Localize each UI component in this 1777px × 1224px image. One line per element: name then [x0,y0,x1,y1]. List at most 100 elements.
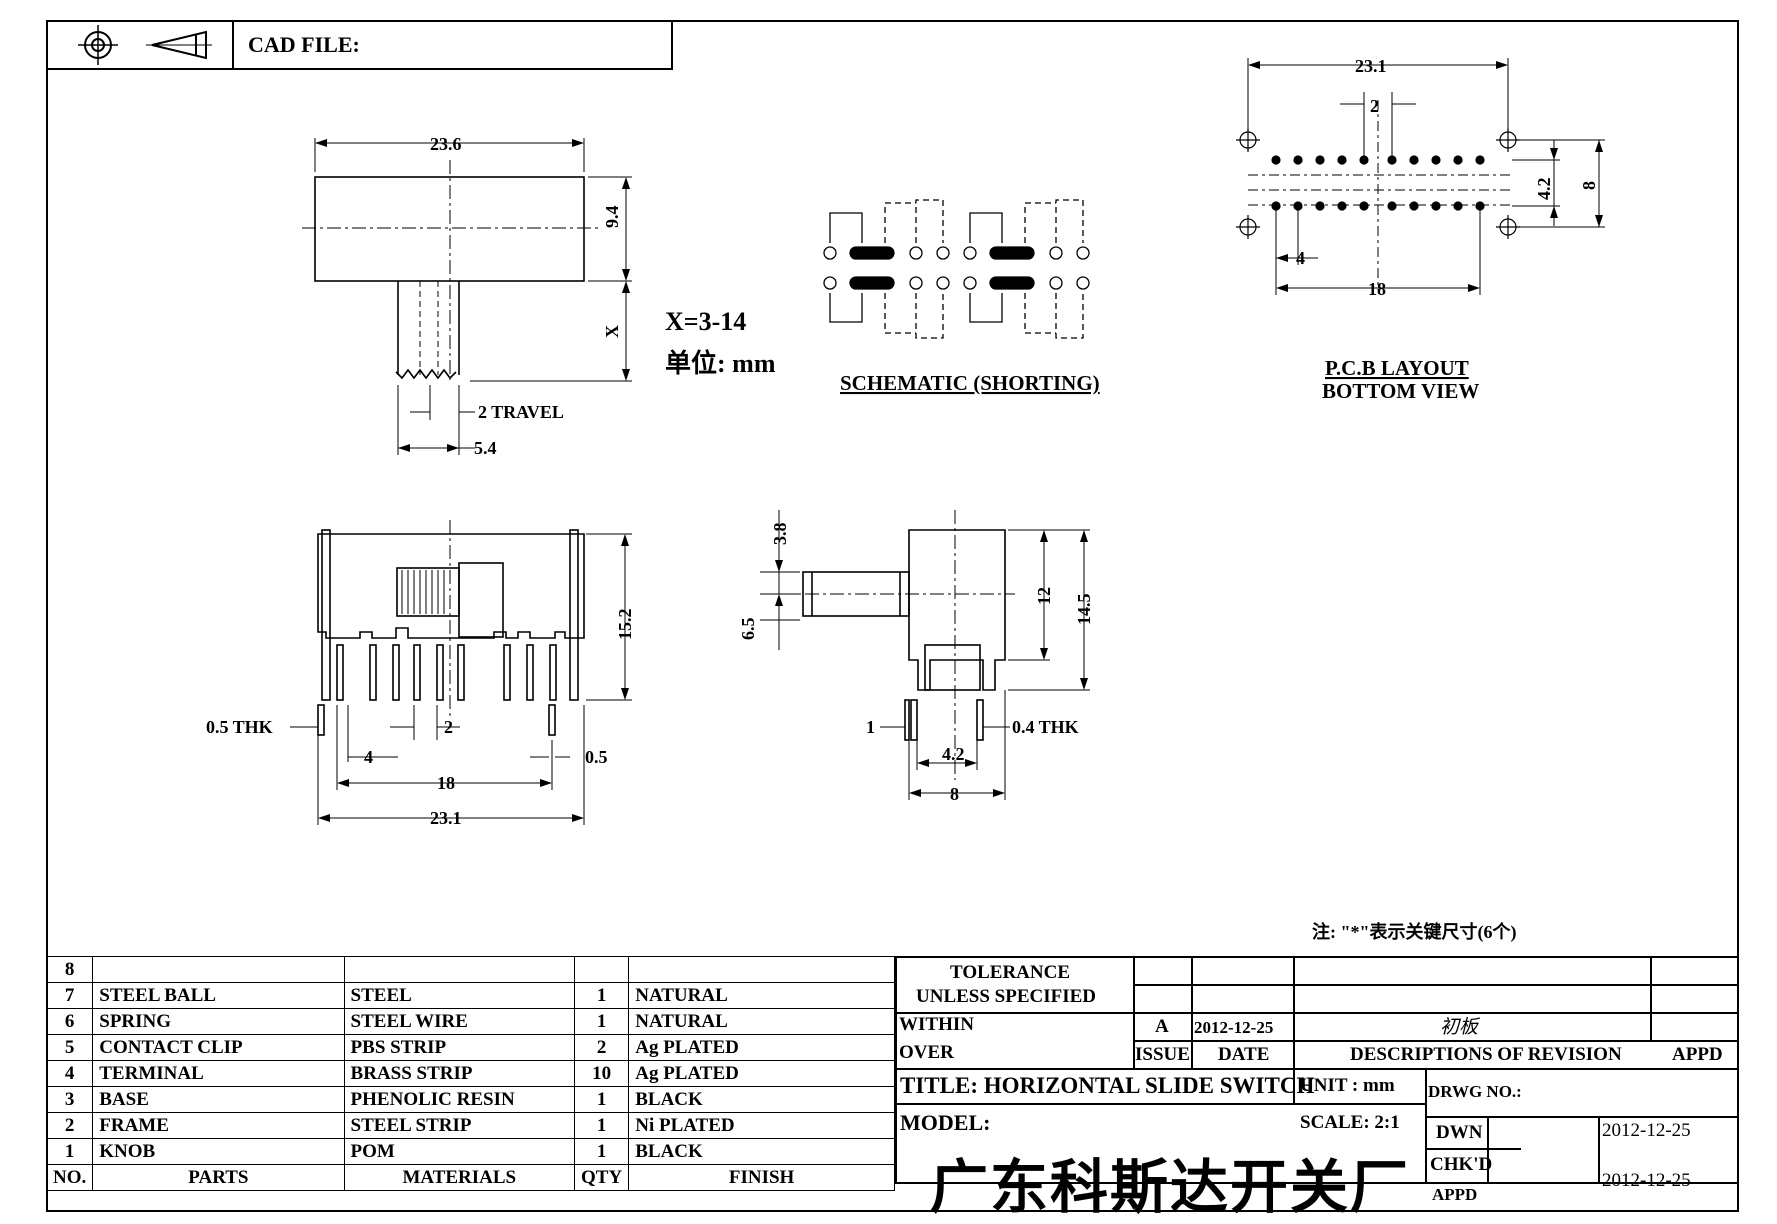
bom-cell-qty: 1 [574,982,630,1009]
front-dim-15-2: 15.2 [615,609,635,641]
schematic-label: SCHEMATIC (SHORTING) [840,371,1100,395]
side-thk: 0.4 THK [1012,717,1079,737]
company-name: 广东科斯达开关厂 [930,1153,1411,1221]
front-dim-0-5: 0.5 [585,747,608,767]
bom-cell-no: 4 [45,1060,94,1087]
bom-cell-finish: Ni PLATED [628,1112,895,1139]
appd-label: APPD [1672,1044,1723,1065]
bom-cell-qty: 1 [574,1086,630,1113]
bom-cell-material: POM [343,1138,576,1165]
over-label: OVER [899,1042,954,1063]
schematic-diagram [823,199,1090,339]
pcb-label-1: P.C.B LAYOUT [1325,356,1469,380]
bom-cell-no: 2 [45,1112,94,1139]
bom-cell-material: STEEL WIRE [343,1008,576,1035]
issue-label: ISSUE [1135,1044,1190,1065]
side-dim-8: 8 [950,784,959,804]
bom-cell-finish: BLACK [628,1138,895,1165]
side-dim-12: 12 [1034,587,1054,605]
bom-cell-part: TERMINAL [92,1060,345,1087]
bom-cell-material: STEEL [343,982,576,1009]
pcb-dim-23-1: 23.1 [1355,56,1387,76]
top-height-dim: 9.4 [602,206,622,229]
bom-cell-qty: 1 [574,1138,630,1165]
bom-cell-qty: 1 [574,1008,630,1035]
bom-cell-finish: Ag PLATED [628,1034,895,1061]
bom-cell-part: KNOB [92,1138,345,1165]
pcb-dim-18: 18 [1368,279,1386,299]
issue-letter: A [1155,1016,1169,1037]
pcb-layout [1236,58,1605,295]
bom-cell-qty: 2 [574,1034,630,1061]
first-angle-projection-icon [78,25,212,65]
x-range-label: X=3-14 [665,307,746,336]
dwn-date: 2012-12-25 [1602,1120,1691,1141]
revision-text: 初板 [1440,1016,1479,1038]
issue-date: 2012-12-25 [1194,1018,1274,1037]
bom-cell-no: 3 [45,1086,94,1113]
bom-cell-qty: 10 [574,1060,630,1087]
bom-cell-no: 8 [45,956,94,983]
drwg-no-label: DRWG NO.: [1428,1082,1522,1101]
stem-dim: 5.4 [474,438,497,458]
side-dim-6-5: 6.5 [738,618,758,641]
bom-cell-material: PBS STRIP [343,1034,576,1061]
front-view [290,520,632,825]
pcb-dim-2: 2 [1370,96,1379,116]
bom-cell-material: PHENOLIC RESIN [343,1086,576,1113]
model-label: MODEL: [900,1110,991,1135]
bom-cell-qty: 1 [574,1112,630,1139]
bom-cell-finish [628,956,895,983]
unless-specified-label: UNLESS SPECIFIED [916,986,1097,1007]
bom-cell-material [343,956,576,983]
side-dim-1: 1 [866,717,875,737]
pcb-label-2: BOTTOM VIEW [1322,379,1479,403]
front-thk: 0.5 THK [206,717,273,737]
pcb-dim-4-2: 4.2 [1534,178,1554,201]
bom-cell-part: FRAME [92,1112,345,1139]
front-dim-18: 18 [437,773,455,793]
front-dim-2: 2 [444,717,453,737]
bom-cell-no: 1 [45,1138,94,1165]
bom-cell-part: CONTACT CLIP [92,1034,345,1061]
bom-cell-qty [574,956,630,983]
drawing-frame [46,20,1739,1212]
bom-cell-part: SPRING [92,1008,345,1035]
drawing-title: TITLE: HORIZONTAL SLIDE SWITCH [900,1073,1315,1098]
bom-row: 8 [45,956,895,983]
bom-header-no: NO. [45,1164,94,1191]
bom-cell-material: BRASS STRIP [343,1060,576,1087]
pcb-dim-8: 8 [1579,181,1599,190]
cad-header: CAD FILE: [46,20,673,70]
bom-cell-part: STEEL BALL [92,982,345,1009]
bom-cell-finish: NATURAL [628,1008,895,1035]
bom-cell-finish: NATURAL [628,982,895,1009]
bom-cell-part [92,956,345,983]
chkd-label: CHK'D [1430,1154,1493,1175]
pcb-dim-4: 4 [1296,248,1305,268]
bom-cell-finish: Ag PLATED [628,1060,895,1087]
front-dim-23-1: 23.1 [430,808,462,828]
tolerance-label: TOLERANCE [950,962,1071,983]
date-label: DATE [1218,1044,1270,1065]
top-width-dim: 23.6 [430,134,462,154]
front-dim-4: 4 [364,747,373,767]
projection-symbol [46,20,234,68]
scale-label: SCALE: 2:1 [1300,1112,1400,1133]
bom-cell-finish: BLACK [628,1086,895,1113]
dwn-label: DWN [1436,1122,1483,1143]
bom-cell-no: 7 [45,982,94,1009]
within-label: WITHIN [899,1014,974,1035]
technical-drawing: 23.6 9.4 X 2 TRAVEL 5.4 X=3-14 单位: mm SC… [206,56,1605,943]
unit-label: UNIT : mm [1300,1075,1395,1096]
side-dim-3-8: 3.8 [770,523,790,546]
side-view [760,510,1090,800]
unit-note: 单位: mm [665,348,776,378]
